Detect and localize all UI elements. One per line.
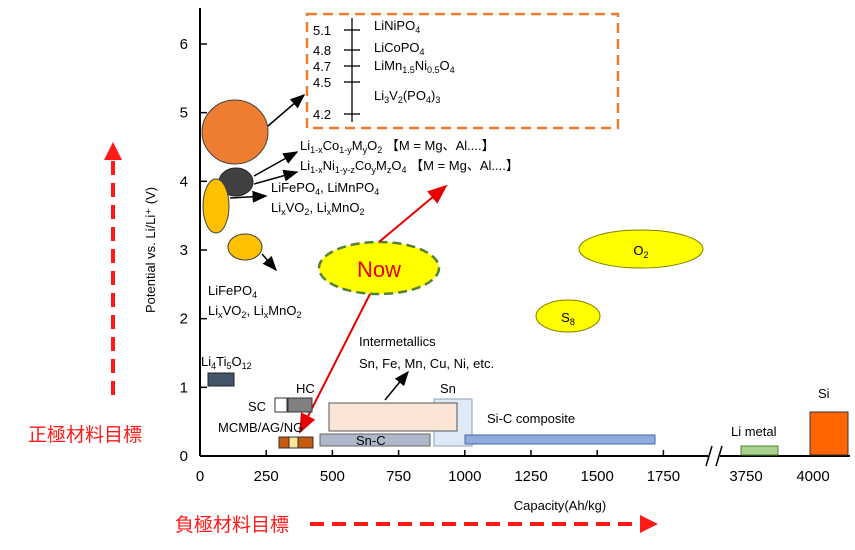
region-o2 <box>578 229 704 269</box>
region-si-label: Si <box>818 386 830 401</box>
region-li-metal <box>740 445 779 456</box>
x-ticks: 0 250 500 750 1000 1250 1500 1750 3750 4000 <box>196 450 830 485</box>
label-3v-olivine-2: LixVO2, LixMnO2 <box>208 303 301 320</box>
arrow-layered-co <box>253 151 299 177</box>
x-tick-label: 1000 <box>448 468 481 485</box>
y-axis-title: Potential vs. Li/Li⁺ (V) <box>143 187 158 313</box>
arrow-layered-ni <box>253 169 299 185</box>
x-axis-title: Capacity(Ah/kg) <box>514 498 606 513</box>
inset-mat-limnnio4: LiMn1.5Ni0.5O4 <box>374 58 455 75</box>
region-hc-label: HC <box>296 381 315 396</box>
x-tick-label: 1750 <box>647 468 680 485</box>
x-tick-label: 3750 <box>729 468 762 485</box>
y-tick-label: 2 <box>180 311 188 328</box>
y-tick-label: 4 <box>180 173 188 190</box>
region-sn-c-label: Sn-C <box>356 433 386 448</box>
y-tick-label: 1 <box>180 379 188 396</box>
intermetallics-label-2: Sn, Fe, Mn, Cu, Ni, etc. <box>359 356 494 371</box>
cathode-ellipse-4v <box>202 178 230 234</box>
region-sn-label: Sn <box>440 381 456 396</box>
inset-mat-li3v2po43: Li3V2(PO4)3 <box>374 88 440 105</box>
anode-target-arrowhead <box>640 515 658 533</box>
arrow-4v-olivine <box>229 190 268 203</box>
region-li4ti5o12 <box>207 372 235 387</box>
inset-v-0: 5.1 <box>313 23 331 38</box>
y-ticks: 0 1 2 3 4 5 6 <box>180 36 207 465</box>
y-tick-label: 5 <box>180 105 188 122</box>
region-mcmb-inner <box>288 436 299 449</box>
arrow-high-voltage <box>267 94 306 127</box>
region-si-c-label: Si-C composite <box>487 411 575 426</box>
arrow-3v-olivine <box>261 253 277 272</box>
cathode-ellipse-high-voltage <box>201 99 269 165</box>
x-tick-label: 500 <box>320 468 345 485</box>
intermetallics-label-1: Intermetallics <box>359 334 436 349</box>
region-intermetallics <box>328 402 458 432</box>
y-tick-label: 3 <box>180 242 188 259</box>
region-sc <box>274 397 288 413</box>
inset-mat-linipo4: LiNiPO4 <box>374 18 420 35</box>
inset-mat-licopo4: LiCoPO4 <box>374 40 425 57</box>
now-to-cathode-arrow <box>378 184 448 243</box>
cathode-target-arrowhead <box>104 142 122 160</box>
region-sn-c <box>319 433 431 447</box>
x-tick-label: 4000 <box>796 468 829 485</box>
region-si-c <box>464 434 656 445</box>
region-sc-label: SC <box>248 399 266 414</box>
label-3v-olivine-1: LiFePO4 <box>208 283 257 300</box>
label-layered-nicom: Li1-xNi1-y-zCoyMzO4 【M = Mg、Al....】 <box>300 158 519 175</box>
label-layered-co: Li1-xCo1-yMyO2 【M = Mg、Al....】 <box>300 138 495 155</box>
y-tick-label: 6 <box>180 36 188 53</box>
region-hc <box>287 397 313 413</box>
cathode-target-label: 正極材料目標 <box>28 424 142 446</box>
x-tick-label: 1500 <box>581 468 614 485</box>
region-s8 <box>535 299 601 333</box>
x-tick-label: 250 <box>254 468 279 485</box>
y-tick-label: 0 <box>180 448 188 465</box>
x-tick-label: 1250 <box>514 468 547 485</box>
high-voltage-inset <box>305 12 620 130</box>
x-tick-label: 0 <box>196 468 204 485</box>
inset-v-3: 4.5 <box>313 75 331 90</box>
inset-scale-ticks <box>344 29 360 115</box>
inset-v-4: 4.2 <box>313 107 331 122</box>
region-li4ti5o12-label: Li4Ti5O12 <box>201 354 252 371</box>
x-tick-label: 750 <box>386 468 411 485</box>
intermetallics-arrow <box>384 370 409 401</box>
label-4v-olivine-1: LiFePO4, LiMnPO4 <box>271 180 379 197</box>
inset-v-2: 4.7 <box>313 59 331 74</box>
anode-target-label: 負極材料目標 <box>175 514 289 536</box>
label-4v-olivine-2: LixVO2, LixMnO2 <box>271 200 364 217</box>
region-si <box>809 411 849 456</box>
region-mcmb-label: MCMB/AG/NG <box>218 420 303 435</box>
region-li-metal-label: Li metal <box>731 424 777 439</box>
cathode-ellipse-3v <box>227 233 263 261</box>
axis-break <box>705 445 723 467</box>
inset-v-1: 4.8 <box>313 43 331 58</box>
now-label: Now <box>357 257 401 282</box>
